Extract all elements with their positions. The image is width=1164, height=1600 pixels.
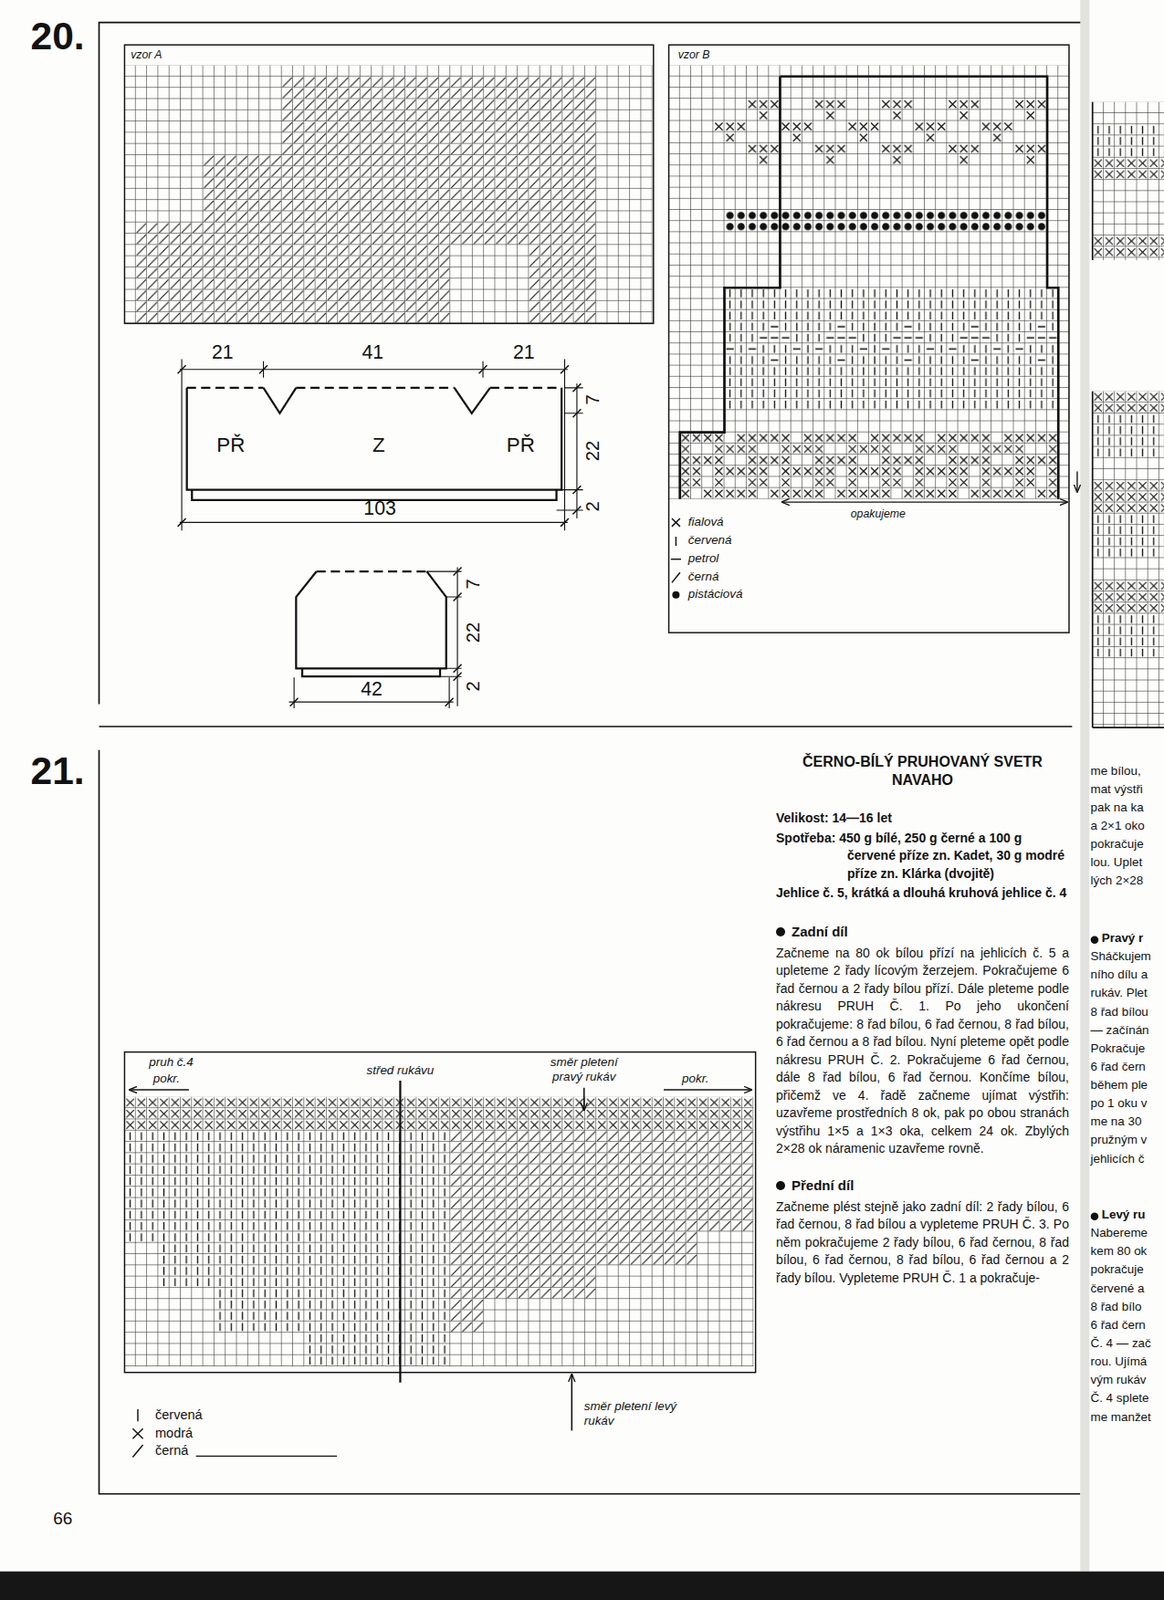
next-page-text: — začínán — [1090, 1023, 1149, 1038]
next-page-text: Pokračuje — [1090, 1041, 1145, 1056]
next-page-text: ního dílu a — [1090, 967, 1148, 982]
next-page-text: vým rukáv — [1090, 1373, 1146, 1387]
part-name: PŘ — [216, 433, 245, 458]
legend-text: petrol — [688, 551, 720, 566]
legend-text: černá — [155, 1443, 189, 1459]
dimension: 7 — [582, 395, 604, 406]
dimension: 41 — [361, 341, 384, 364]
chart-note: opakujeme — [850, 507, 906, 521]
size-line: Velikost: 14—16 let — [776, 809, 1070, 829]
next-page-text: me bílou, — [1090, 764, 1141, 778]
figure-number: 21. — [31, 749, 85, 795]
next-page-text: pak na ka — [1090, 800, 1144, 815]
next-page-text: 6 řad čern — [1090, 1059, 1145, 1074]
body-text: Začneme na 80 ok bílou přízí na jehlicíc… — [776, 944, 1070, 1159]
next-page-text: 6 řad čern — [1090, 1318, 1145, 1332]
chart-note: směr pletení levý rukáv — [584, 1399, 682, 1428]
article-title: ČERNO-BÍLÝ PRUHOVANÝ SVETR NAVAHO — [776, 753, 1070, 790]
section-heading-row: Zadní díl — [776, 922, 1070, 942]
next-page-text: me manžet — [1090, 1410, 1151, 1425]
dimension: 103 — [363, 497, 396, 520]
page-number: 66 — [52, 1509, 73, 1530]
next-page-text: lých 2×28 — [1090, 873, 1144, 888]
figure-number: 20. — [31, 14, 85, 60]
section-heading-row: Přední díl — [776, 1176, 1070, 1196]
part-name: PŘ — [506, 433, 535, 458]
next-page-text: během ple — [1090, 1078, 1148, 1092]
page-fold — [1080, 0, 1090, 1573]
next-page-text: mat výstři — [1090, 782, 1143, 797]
next-page-text: pokračuje — [1090, 1262, 1144, 1277]
material-line: Spotřeba: 450 g bílé, 250 g černé a 100 … — [776, 829, 1070, 884]
next-page-text: lou. Uplet — [1090, 855, 1143, 870]
bullet-dot — [776, 1181, 786, 1191]
legend-text: červená — [688, 533, 733, 547]
chart-note: směr pletení pravý rukáv — [535, 1055, 633, 1084]
next-page-text: 8 řad bílou — [1090, 1005, 1148, 1019]
next-page-text: me na 30 — [1090, 1114, 1142, 1129]
dimension: 21 — [211, 341, 234, 364]
legend-text: pistáciová — [688, 587, 744, 601]
sleeve-schematic — [289, 567, 462, 709]
next-page-text: rukáv. Plet — [1090, 985, 1147, 1000]
next-page-text: 8 řad bílo — [1090, 1300, 1142, 1314]
next-page-text: Pravý r — [1101, 931, 1144, 945]
body-schematic — [178, 359, 584, 532]
chart-vzor-a — [124, 44, 653, 324]
dimension: 22 — [582, 440, 604, 462]
page-frames — [98, 22, 1082, 1495]
article-column: ČERNO-BÍLÝ PRUHOVANÝ SVETR NAVAHO Velikos… — [776, 753, 1070, 1288]
scan-edge — [0, 1572, 1164, 1600]
dimension: 2 — [462, 681, 484, 692]
chart-title: vzor B — [678, 48, 711, 62]
next-page-text: Č. 4 — zač — [1090, 1336, 1151, 1351]
next-page-text: kem 80 ok — [1090, 1244, 1147, 1259]
legend-text: červená — [155, 1407, 203, 1424]
next-page-text: po 1 oku v — [1090, 1096, 1147, 1111]
legend-text: modrá — [155, 1426, 193, 1442]
legend-text: fialová — [688, 514, 724, 529]
next-page-text: Levý ru — [1101, 1207, 1146, 1222]
next-page-text: jehlicích č — [1090, 1152, 1144, 1166]
chart-note: pokr. — [153, 1071, 180, 1086]
dimension: 21 — [513, 341, 535, 364]
part-name: Z — [372, 433, 386, 458]
chart-note: pokr. — [681, 1071, 709, 1086]
chart-note: pruh č.4 — [148, 1055, 193, 1070]
next-page-charts — [1090, 102, 1164, 1221]
legend-text: černá — [688, 569, 720, 584]
body-text: Začneme plést stejně jako zadní díl: 2 ř… — [776, 1198, 1070, 1289]
next-page-text: pružným v — [1090, 1132, 1147, 1147]
bullet-dot — [776, 927, 786, 937]
next-page-text: pokračuje — [1090, 837, 1144, 851]
next-page-text: rou. Ujímá — [1090, 1354, 1147, 1369]
dimension: 7 — [462, 578, 484, 589]
dimension: 22 — [462, 622, 484, 643]
next-page-text: Č. 4 splete — [1090, 1391, 1149, 1406]
next-page-text: Nabereme — [1090, 1226, 1148, 1240]
section-heading: Přední díl — [791, 1177, 854, 1194]
next-page-text: a 2×1 oko — [1090, 818, 1144, 833]
chart-note: střed rukávu — [367, 1063, 435, 1078]
dimension: 2 — [582, 501, 604, 512]
chart-vzor-b — [669, 44, 1078, 633]
section-heading: Zadní díl — [791, 923, 849, 940]
next-page-text: červené a — [1090, 1281, 1144, 1296]
next-page-text: Sháčkujem — [1090, 949, 1151, 964]
needles-line: Jehlice č. 5, krátká a dlouhá kruhová je… — [776, 884, 1070, 903]
dimension: 42 — [360, 678, 383, 701]
chart-pruh-4 — [124, 1052, 756, 1432]
chart-title: vzor A — [130, 48, 162, 62]
